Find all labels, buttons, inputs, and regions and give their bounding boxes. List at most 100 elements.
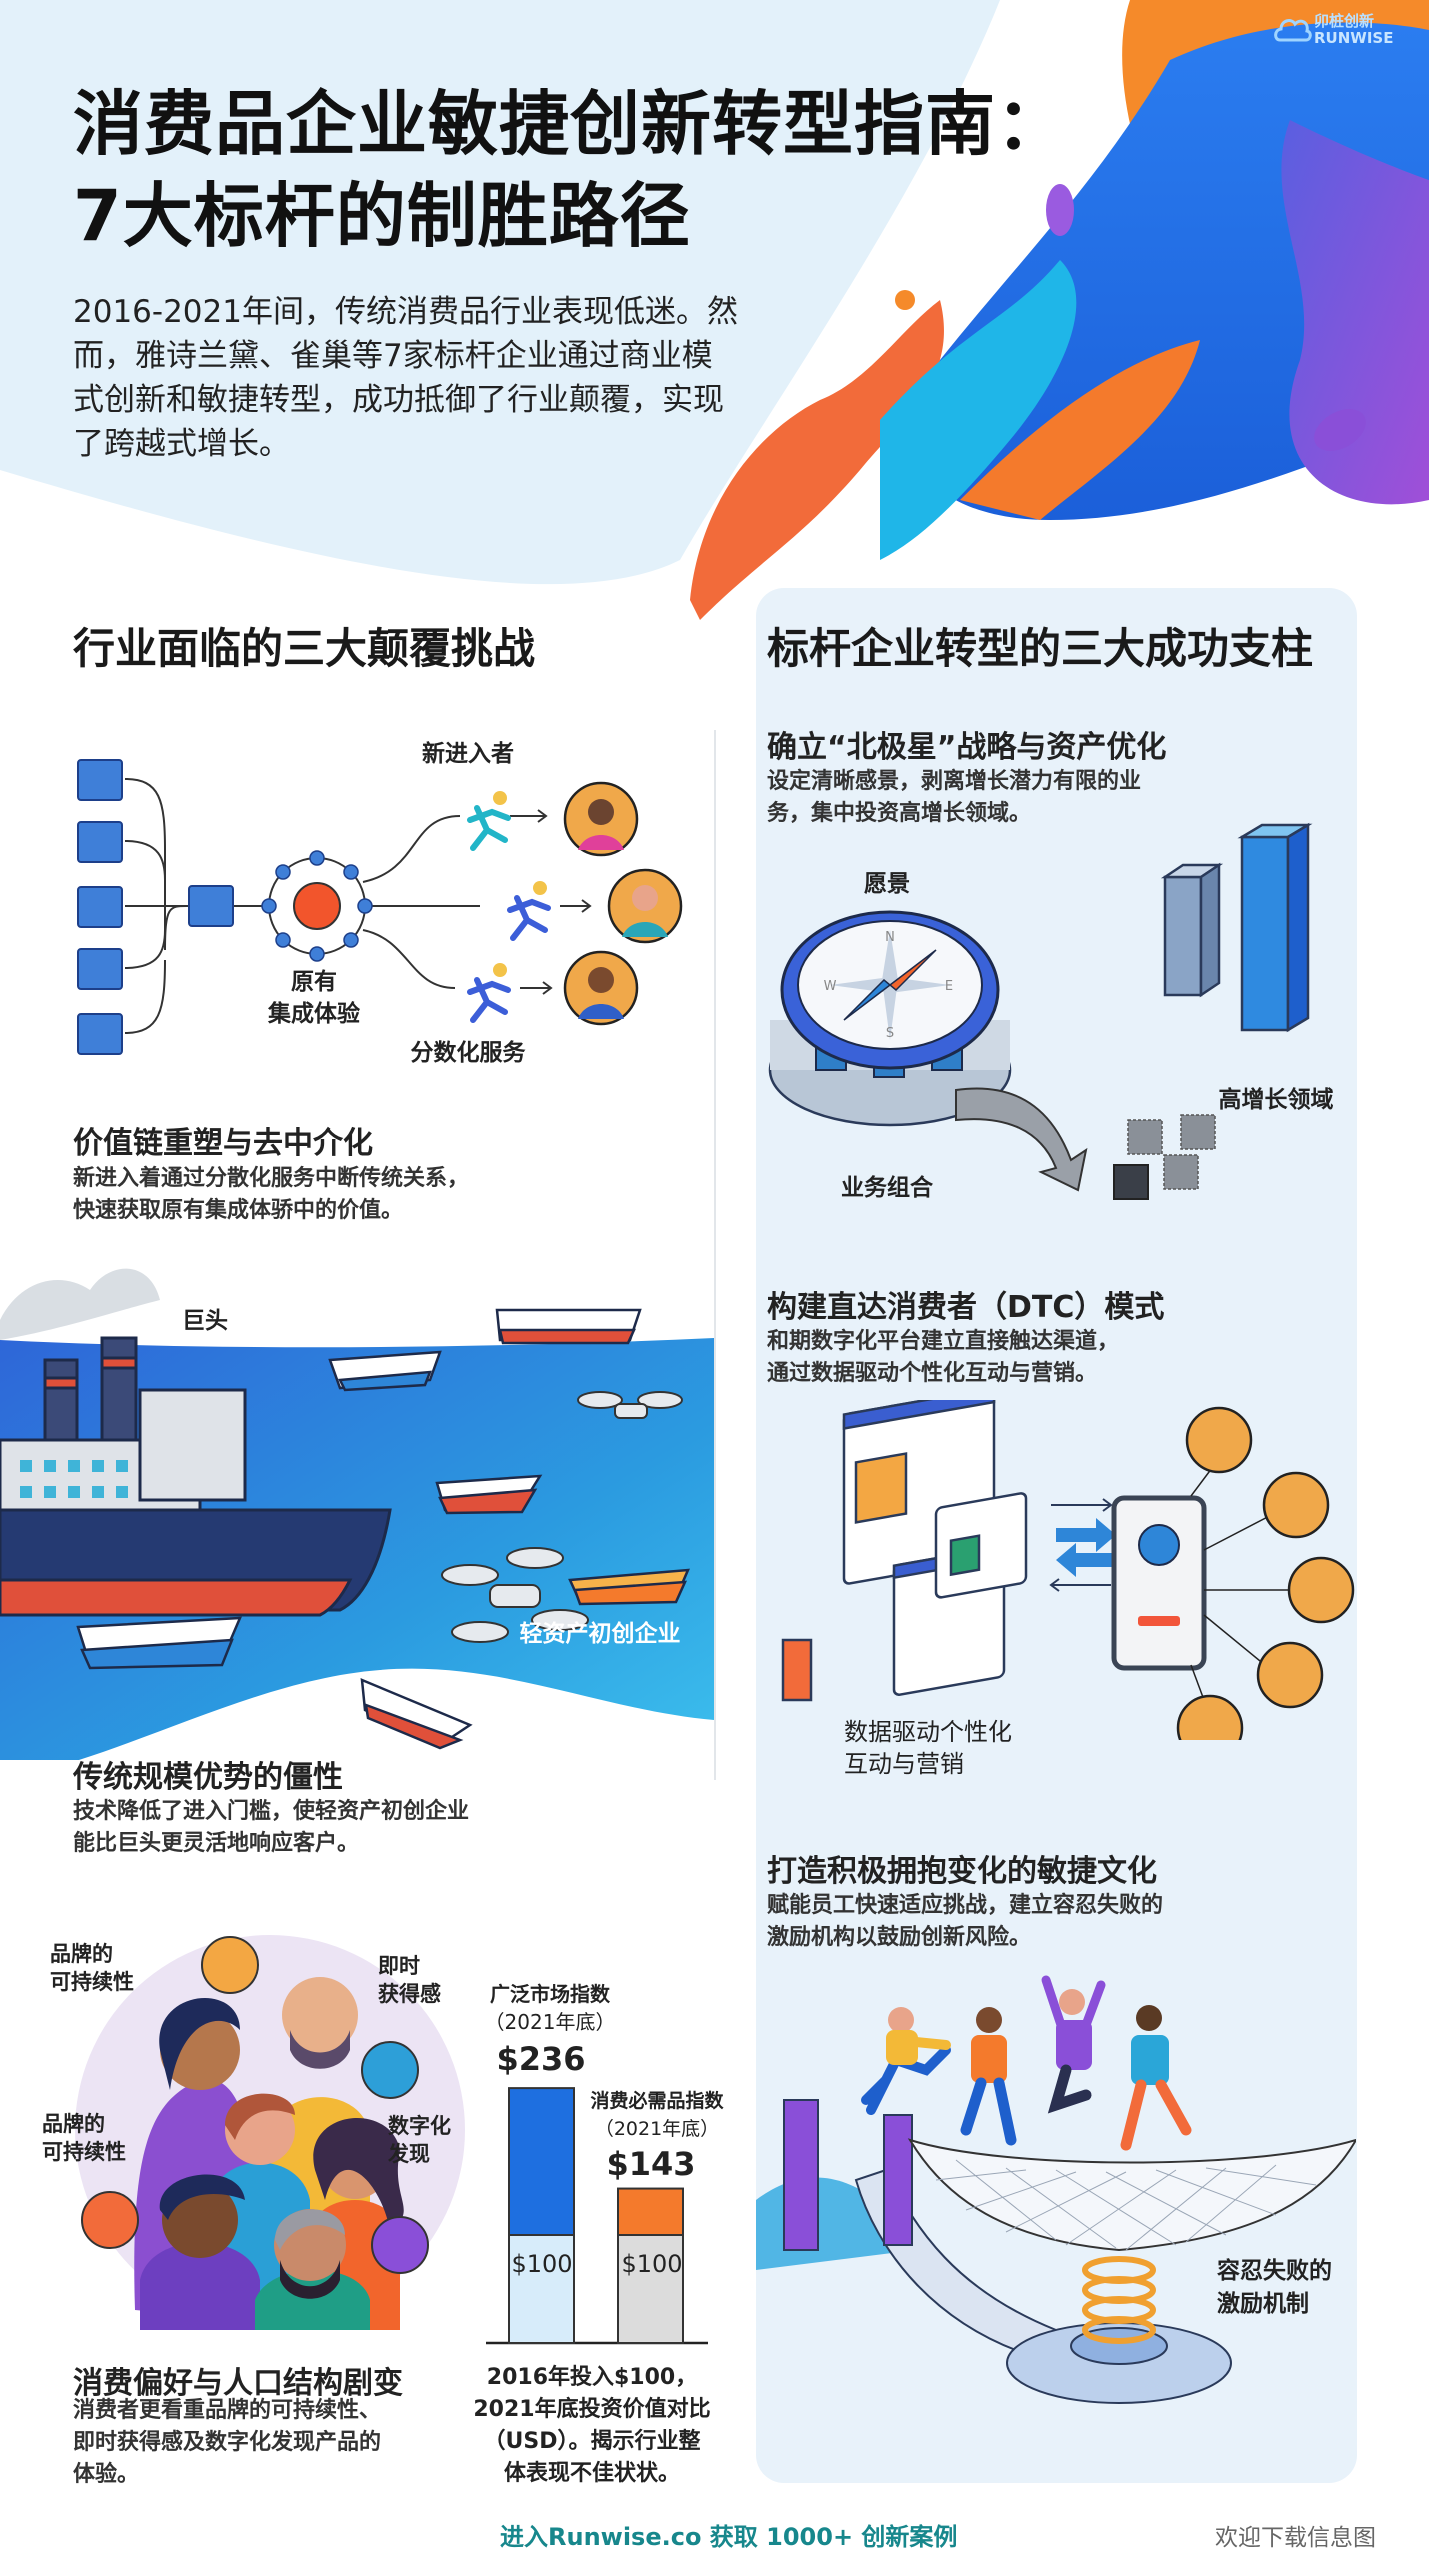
speedboat-icons bbox=[76, 1308, 690, 1750]
desc-line: 和期数字化平台建立直接触达渠道， bbox=[767, 1329, 1120, 1354]
caption-line: 2021年底投资价值对比 bbox=[473, 2397, 711, 2422]
label-instant-gratification: 即时获得感 bbox=[378, 1952, 468, 2008]
bar-2-growth bbox=[617, 2187, 684, 2236]
challenge-3-title: 消费偏好与人口结构剧变 bbox=[73, 2366, 403, 2401]
label-line: 可持续性 bbox=[50, 1970, 134, 1994]
label-line: 消费必需品指数 bbox=[590, 2090, 724, 2112]
label-line: 发现 bbox=[388, 2142, 430, 2166]
sync-arrows-icon bbox=[1049, 1498, 1113, 1592]
bar2-category-label: 消费必需品指数 （2021年底） bbox=[582, 2087, 732, 2143]
label-sustainability-left: 品牌的可持续性 bbox=[42, 2110, 152, 2166]
label-integrated-experience: 集成体验 bbox=[268, 1001, 360, 1027]
desc-line: 能比巨头更灵活地响应客户。 bbox=[73, 1831, 360, 1856]
bar1-base-label: $100 bbox=[511, 2250, 573, 2278]
intro-line: 而，雅诗兰黛、雀巢等7家标杆企业通过商业模 bbox=[73, 338, 713, 374]
runwise-cta-link[interactable]: 进入Runwise.co 获取 1000+ 创新案例 bbox=[500, 2523, 958, 2551]
spring-icon bbox=[1082, 2256, 1156, 2344]
label-sustainability-top: 品牌的可持续性 bbox=[50, 1940, 160, 1996]
page-title: 消费品企业敏捷创新转型指南： 7大标杆的制胜路径 bbox=[73, 78, 1067, 262]
bar1-value-label: $236 bbox=[496, 2040, 586, 2078]
label-giant: 巨头 bbox=[182, 1308, 228, 1334]
desc-line: 技术降低了进入门槛，使轻资产初创企业 bbox=[73, 1799, 470, 1824]
index-comparison-bar-chart bbox=[486, 2087, 708, 2345]
label-original: 原有 bbox=[291, 969, 337, 995]
runner-icons bbox=[467, 791, 551, 1023]
browser-window-icons bbox=[781, 1400, 1028, 1702]
growth-bars-icon bbox=[1160, 822, 1313, 1033]
label-line: 品牌的 bbox=[42, 2112, 105, 2136]
pillar-2-desc: 和期数字化平台建立直接触达渠道， 通过数据驱动个性化互动与营销。 bbox=[767, 1326, 1119, 1390]
label-line: 即时 bbox=[378, 1954, 420, 1978]
label-line: 互动与营销 bbox=[844, 1750, 964, 1778]
core-circle bbox=[293, 882, 341, 930]
consumer-avatars bbox=[1176, 1406, 1355, 1740]
bar2-value-label: $143 bbox=[606, 2145, 696, 2183]
caption-line: 体表现不佳状状。 bbox=[503, 2461, 680, 2486]
desc-line: 务，集中投资高增长领域。 bbox=[767, 801, 1032, 826]
pillar-3-desc: 赋能员工快速适应挑战，建立容忍失败的 激励机构以鼓励创新风险。 bbox=[767, 1890, 1163, 1954]
desc-line: 即时获得感及数字化发现产品的 bbox=[73, 2430, 382, 2455]
bar-1-base bbox=[508, 2234, 575, 2344]
label-asset-light-startups: 轻资产初创企业 bbox=[519, 1621, 681, 1647]
label-line: 数字化 bbox=[388, 2114, 451, 2138]
compass-needle bbox=[888, 949, 937, 992]
chart-caption: 2016年投入$100， 2021年底投资价值对比 （USD）。揭示行业整 体表… bbox=[462, 2362, 722, 2490]
logo-cn-text: 卯桩创新 bbox=[1314, 12, 1375, 30]
label-line: 广泛市场指数 bbox=[490, 1982, 610, 2006]
pillar-1-title: 确立“北极星”战略与资产优化 bbox=[767, 730, 1167, 765]
bar2-base-label: $100 bbox=[621, 2250, 683, 2278]
challenges-heading: 行业面临的三大颠覆挑战 bbox=[73, 624, 536, 673]
label-fragmented-services: 分数化服务 bbox=[410, 1040, 526, 1066]
title-line-2: 7大标杆的制胜路径 bbox=[73, 175, 691, 257]
label-data-driven: 数据驱动个性化 互动与营销 bbox=[844, 1716, 1012, 1780]
bar-1-growth bbox=[508, 2087, 575, 2237]
pillar-2-title: 构建直达消费者（DTC）模式 bbox=[767, 1290, 1165, 1325]
safety-net-icon bbox=[907, 2138, 1356, 2252]
challenge-2-desc: 技术降低了进入门槛，使轻资产初创企业 能比巨头更灵活地响应客户。 bbox=[73, 1796, 469, 1860]
label-line: 容忍失败的 bbox=[1217, 2258, 1332, 2284]
challenge-2-title: 传统规模优势的僵性 bbox=[73, 1760, 343, 1795]
runwise-logo[interactable]: 卯桩创新 RUNWISE bbox=[1272, 8, 1412, 50]
label-business-portfolio: 业务组合 bbox=[841, 1175, 933, 1201]
people-icons bbox=[134, 1977, 404, 2330]
label-failure-tolerant-incentives: 容忍失败的 激励机制 bbox=[1217, 2255, 1332, 2321]
compass-e: E bbox=[945, 979, 953, 994]
desc-line: 体验。 bbox=[73, 2462, 140, 2487]
employee-figures bbox=[861, 1975, 1192, 2151]
customer-avatars bbox=[563, 781, 683, 1026]
challenge-3-desc: 消费者更看重品牌的可持续性、 即时获得感及数字化发现产品的 体验。 bbox=[73, 2395, 381, 2491]
intro-paragraph: 2016-2021年间，传统消费品行业表现低迷。然 而，雅诗兰黛、雀巢等7家标杆… bbox=[73, 290, 738, 466]
caption-line: （USD）。揭示行业整 bbox=[483, 2429, 701, 2454]
giant-ship-icon bbox=[0, 1336, 392, 1617]
desc-line: 赋能员工快速适应挑战，建立容忍失败的 bbox=[767, 1893, 1164, 1918]
desc-line: 消费者更看重品牌的可持续性、 bbox=[73, 2398, 382, 2423]
bar1-category-label: 广泛市场指数（2021年底） bbox=[475, 1980, 625, 2036]
column-divider bbox=[714, 730, 716, 1780]
challenge-1-title: 价值链重塑与去中介化 bbox=[73, 1126, 373, 1161]
smartphone-icon bbox=[1111, 1495, 1207, 1671]
label-line: 数据驱动个性化 bbox=[844, 1718, 1012, 1746]
intro-line: 了跨越式增长。 bbox=[73, 426, 290, 462]
divested-cubes bbox=[1127, 1114, 1216, 1190]
label-line: 品牌的 bbox=[50, 1942, 113, 1966]
desc-line: 快速获取原有集成体骄中的价值。 bbox=[73, 1198, 404, 1223]
label-high-growth-areas: 高增长领域 bbox=[1218, 1087, 1334, 1113]
agile-culture-illustration bbox=[756, 1975, 1356, 2404]
cloud-logo-icon bbox=[1274, 19, 1312, 42]
download-infographic-link[interactable]: 欢迎下载信息图 bbox=[1215, 2525, 1376, 2551]
box-icons bbox=[77, 759, 234, 1055]
label-line: 激励机制 bbox=[1217, 2291, 1309, 2317]
divest-arrow-icon bbox=[955, 1087, 1088, 1192]
label-line: 可持续性 bbox=[42, 2140, 126, 2164]
smoke bbox=[0, 1268, 160, 1340]
ship-vs-startups-illustration bbox=[0, 1268, 714, 1760]
intro-line: 式创新和敏捷转型，成功抵御了行业颠覆，实现 bbox=[73, 382, 724, 418]
label-line: （2021年底） bbox=[594, 2118, 720, 2140]
label-line: 获得感 bbox=[378, 1982, 441, 2006]
desc-line: 激励机构以鼓励创新风险。 bbox=[767, 1925, 1032, 1950]
value-chain-diagram bbox=[77, 759, 683, 1055]
label-new-entrants: 新进入者 bbox=[422, 741, 514, 767]
desc-line: 通过数据驱动个性化互动与营销。 bbox=[767, 1361, 1098, 1386]
dtc-illustration bbox=[781, 1400, 1355, 1740]
